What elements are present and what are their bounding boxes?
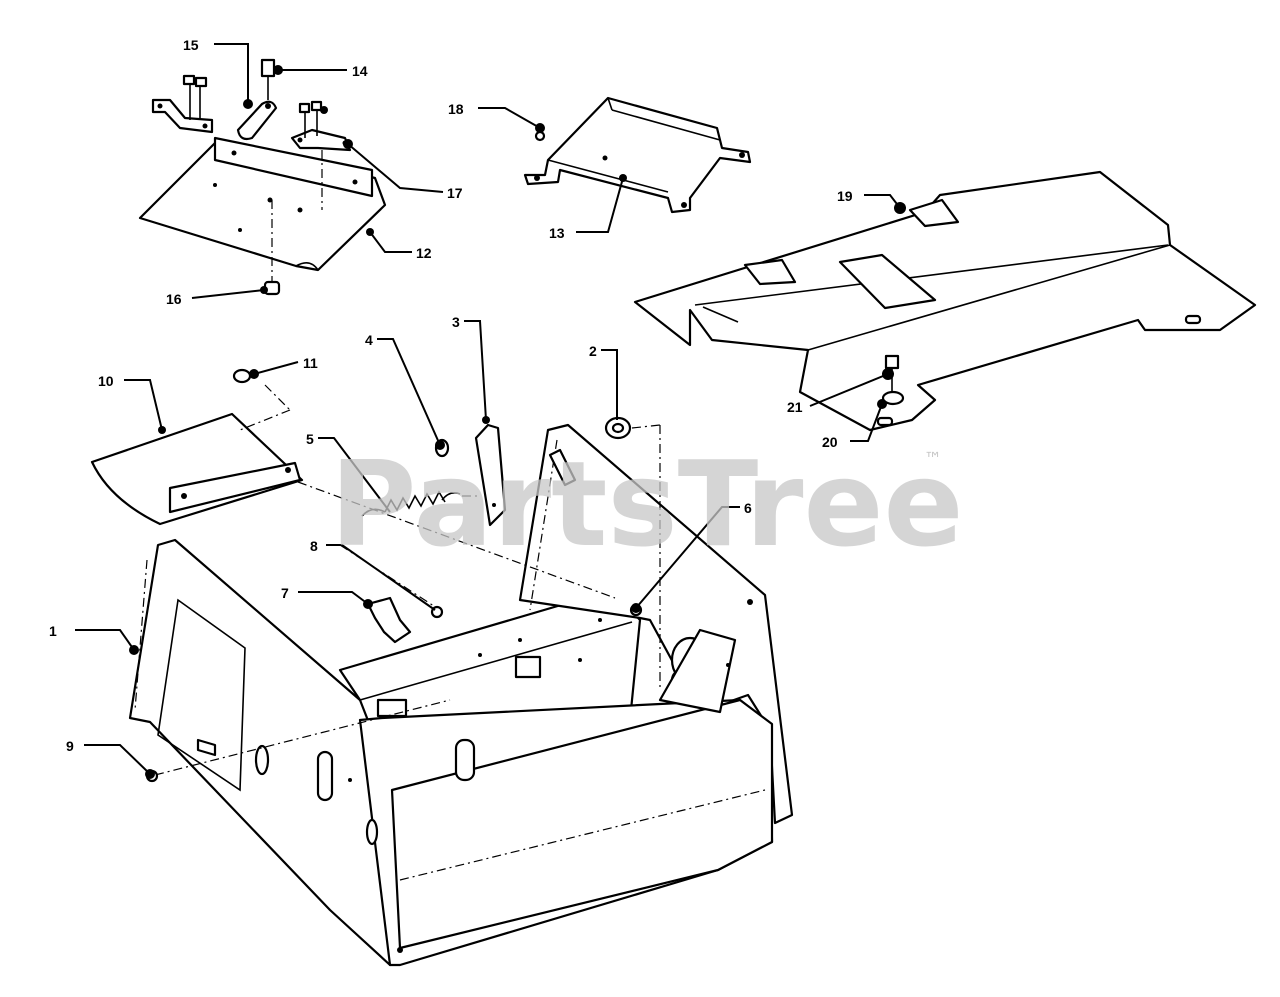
callout-7[interactable]: 7: [281, 585, 289, 601]
callout-18[interactable]: 18: [448, 101, 464, 117]
callout-6[interactable]: 6: [744, 500, 752, 516]
callout-10[interactable]: 10: [98, 373, 114, 389]
callout-4[interactable]: 4: [365, 332, 373, 348]
part-12-mounting-plate: [138, 136, 387, 282]
callout-13[interactable]: 13: [549, 225, 565, 241]
callout-5[interactable]: 5: [306, 431, 314, 447]
callout-11[interactable]: 11: [303, 355, 318, 371]
leader-lines: [75, 43, 906, 779]
callout-labels: 1 2 3 4 5 6 7 8 9 10 11 12 13 14 15 16 1…: [49, 37, 853, 754]
callout-9[interactable]: 9: [66, 738, 74, 754]
part-7-hinge: [366, 596, 412, 644]
part-15-lever: [236, 58, 278, 141]
part-19-floor-panel: [633, 170, 1257, 432]
watermark-text: PartsTree: [330, 435, 964, 573]
callout-3[interactable]: 3: [452, 314, 460, 330]
callout-2[interactable]: 2: [589, 343, 597, 359]
callout-8[interactable]: 8: [310, 538, 318, 554]
callout-20[interactable]: 20: [822, 434, 838, 450]
callout-14[interactable]: 14: [352, 63, 368, 79]
watermark-trademark: ™: [924, 449, 942, 470]
callout-17[interactable]: 17: [447, 185, 463, 201]
part-10-cover: [90, 412, 304, 526]
callout-16[interactable]: 16: [166, 291, 182, 307]
part-13-saddle-bracket: [523, 96, 752, 214]
callout-21[interactable]: 21: [787, 399, 803, 415]
callout-1[interactable]: 1: [49, 623, 57, 639]
plate-brackets: [151, 74, 352, 152]
callout-19[interactable]: 19: [837, 188, 853, 204]
callout-15[interactable]: 15: [183, 37, 199, 53]
part-11-nut: [232, 368, 252, 384]
callout-12[interactable]: 12: [416, 245, 432, 261]
part-3-bracket: [474, 423, 507, 527]
part-1-main-housing: [128, 384, 794, 967]
